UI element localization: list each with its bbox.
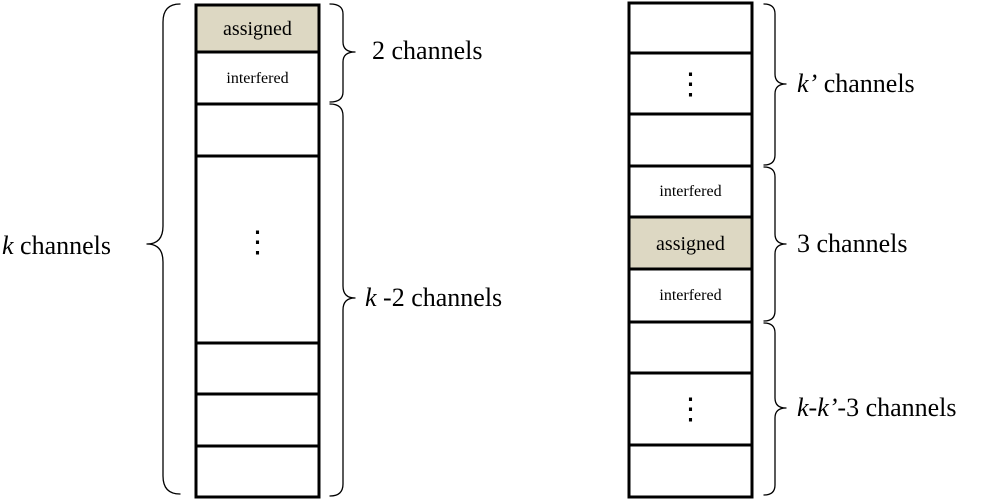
left-cell-7	[194, 444, 321, 499]
right-interfered-lower-text: interfered	[659, 287, 722, 304]
label-k-minus-2-var: k	[365, 283, 377, 312]
right-cell-3	[627, 112, 754, 168]
label-k-channels: k channels	[2, 233, 111, 259]
right-channel-column	[627, 1, 754, 499]
right-cell-7	[627, 320, 754, 375]
label-k-minus-2-text: -2 channels	[376, 283, 503, 312]
right-interfered-upper-text: interfered	[659, 183, 722, 200]
right-cell-assigned	[627, 215, 754, 271]
label-k-channels-var: k	[2, 231, 14, 260]
label-k-channels-text: channels	[13, 231, 112, 260]
brace-3-channels	[763, 166, 787, 322]
label-k-prime-text: channels	[817, 69, 915, 98]
left-channel-column	[194, 3, 321, 499]
left-cell-5	[194, 341, 321, 396]
label-2-channels: 2 channels	[372, 38, 482, 64]
brace-k-minus-2-channels	[329, 103, 356, 497]
brace-k-k-prime-3-channels	[763, 322, 787, 496]
label-3-channels: 3 channels	[797, 231, 907, 257]
left-cell-6	[194, 392, 321, 448]
right-cell-interfered-upper	[627, 164, 754, 219]
right-cell-9	[627, 443, 754, 499]
label-k-minus-2-channels: k -2 channels	[365, 285, 502, 311]
label-3-channels-text: 3 channels	[797, 229, 908, 258]
left-assigned-text: assigned	[223, 18, 292, 40]
left-brace-k-channels	[146, 3, 181, 495]
right-cell-1	[627, 1, 754, 55]
left-interfered-text: interfered	[226, 70, 289, 87]
label-k-k-prime-3-channels: k-k’-3 channels	[797, 395, 957, 421]
right-ellipsis-top: ⋮	[675, 68, 706, 101]
left-cell-3	[194, 102, 321, 158]
right-ellipsis-bottom: ⋮	[675, 393, 706, 426]
left-ellipsis: ⋮	[242, 226, 273, 259]
label-k-prime-var: k’	[797, 69, 818, 98]
brace-2-channels	[329, 3, 356, 103]
label-k-k-prime-3-text: -3 channels	[837, 393, 957, 422]
label-2-channels-text: 2 channels	[372, 36, 483, 65]
label-k-prime-channels: k’ channels	[797, 71, 915, 97]
label-k-k-prime-3-var: k-k’	[797, 393, 838, 422]
right-assigned-text: assigned	[656, 233, 725, 255]
brace-k-prime-channels	[763, 3, 787, 166]
left-cell-ellipsis	[194, 154, 321, 345]
